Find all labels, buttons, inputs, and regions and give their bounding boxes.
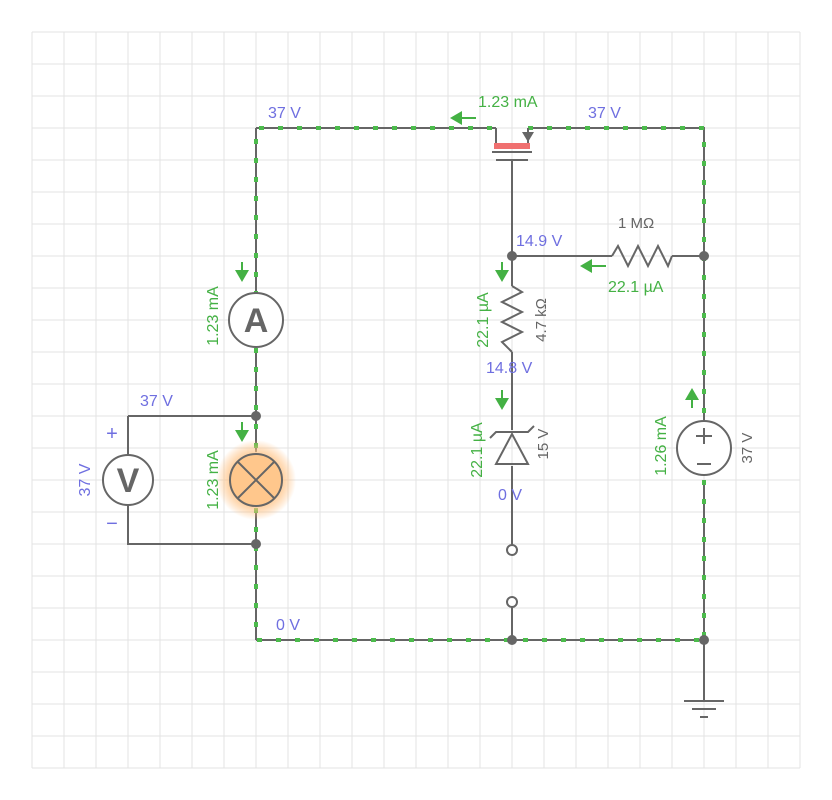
resistor-4k7[interactable] [499,285,525,353]
label-zener-bottom-voltage: 0 V [498,487,522,504]
node-right [699,251,709,261]
node-bottom-mid [507,635,517,645]
label-zener-current: 22.1 µA [469,422,486,478]
label-lamp-current: 1.23 mA [205,450,222,510]
zener-diode[interactable] [489,425,535,465]
label-ammeter-current: 1.23 mA [205,286,222,346]
label-top-right-voltage: 37 V [588,105,621,122]
label-voltmeter-reading: 37 V [77,463,94,496]
nodes [251,251,709,645]
voltage-source-icon [676,420,732,476]
arrow-source-icon [685,388,699,400]
node-bottom-right [699,635,709,645]
current-flow [254,126,706,642]
label-source-current: 1.26 mA [653,416,670,476]
label-res-4k7: 4.7 kΩ [533,298,550,342]
label-res-4k7-current: 22.1 µA [475,292,492,348]
node-vm-top [251,411,261,421]
label-voltmeter-top-voltage: 37 V [140,393,173,410]
arrow-zener-icon [495,398,509,410]
label-zener: 15 V [535,429,552,460]
label-res-1m-current: 22.1 µA [608,279,664,296]
arrow-res1m-icon [580,259,592,273]
node-mid [507,251,517,261]
voltmeter-letter: V [117,462,140,500]
wire-vm-bottom [127,504,256,545]
current-arrows [235,111,699,442]
label-source: 37 V [739,433,756,464]
node-vm-bottom [251,539,261,549]
voltage-source[interactable] [676,420,732,476]
ground-icon [684,700,724,718]
label-bottom-voltage: 0 V [276,617,300,634]
label-node-mid-voltage: 14.9 V [516,233,563,250]
grid [31,31,801,769]
arrow-lamp-icon [235,430,249,442]
mosfet-channel [494,143,530,149]
zener-diode-icon [494,431,530,465]
voltmeter-minus: − [106,513,118,535]
switch-terminal-top [506,544,518,556]
voltmeter[interactable]: V + − [102,423,154,535]
label-res-1m: 1 MΩ [618,215,654,232]
mosfet[interactable] [492,128,534,161]
arrow-res4k7-icon [495,270,509,282]
ammeter-letter: A [244,302,269,340]
arrow-mosfet-icon [450,111,462,125]
switch-terminal-bottom [506,596,518,608]
lamp[interactable] [216,440,296,520]
voltmeter-icon [102,454,154,506]
resistor-1m[interactable] [611,243,673,269]
labels: 37 V 37 V 1.23 mA 14.9 V 1 MΩ 22.1 µA 22… [77,94,756,634]
label-mosfet-current: 1.23 mA [478,94,538,111]
mosfet-arrow-icon [522,132,534,142]
voltmeter-plus: + [106,423,118,445]
label-top-left-voltage: 37 V [268,105,301,122]
switch[interactable] [506,544,518,608]
ammeter-icon [228,292,284,348]
arrow-ammeter-icon [235,270,249,282]
ammeter[interactable]: A [228,292,284,348]
label-node-below-res-voltage: 14.8 V [486,360,533,377]
